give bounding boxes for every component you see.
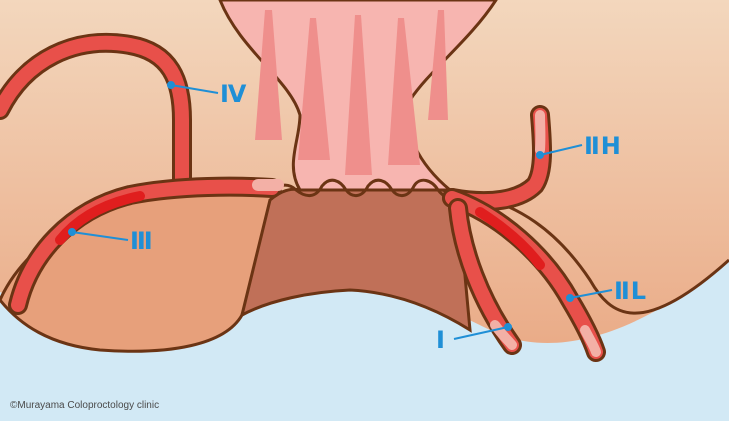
label-type-iih: ⅡH: [584, 132, 622, 160]
label-type-iii: Ⅲ: [130, 227, 154, 255]
label-type-iil: ⅡL: [614, 277, 648, 305]
outside-area: [0, 260, 729, 421]
anal-canal-stripes: [255, 10, 448, 175]
label-leaders: [68, 81, 613, 340]
label-type-i: Ⅰ: [436, 326, 446, 354]
copyright-text: ©Murayama Coloproctology clinic: [10, 400, 160, 411]
dentate-line: [268, 178, 459, 200]
label-type-iv: Ⅳ: [220, 80, 248, 108]
